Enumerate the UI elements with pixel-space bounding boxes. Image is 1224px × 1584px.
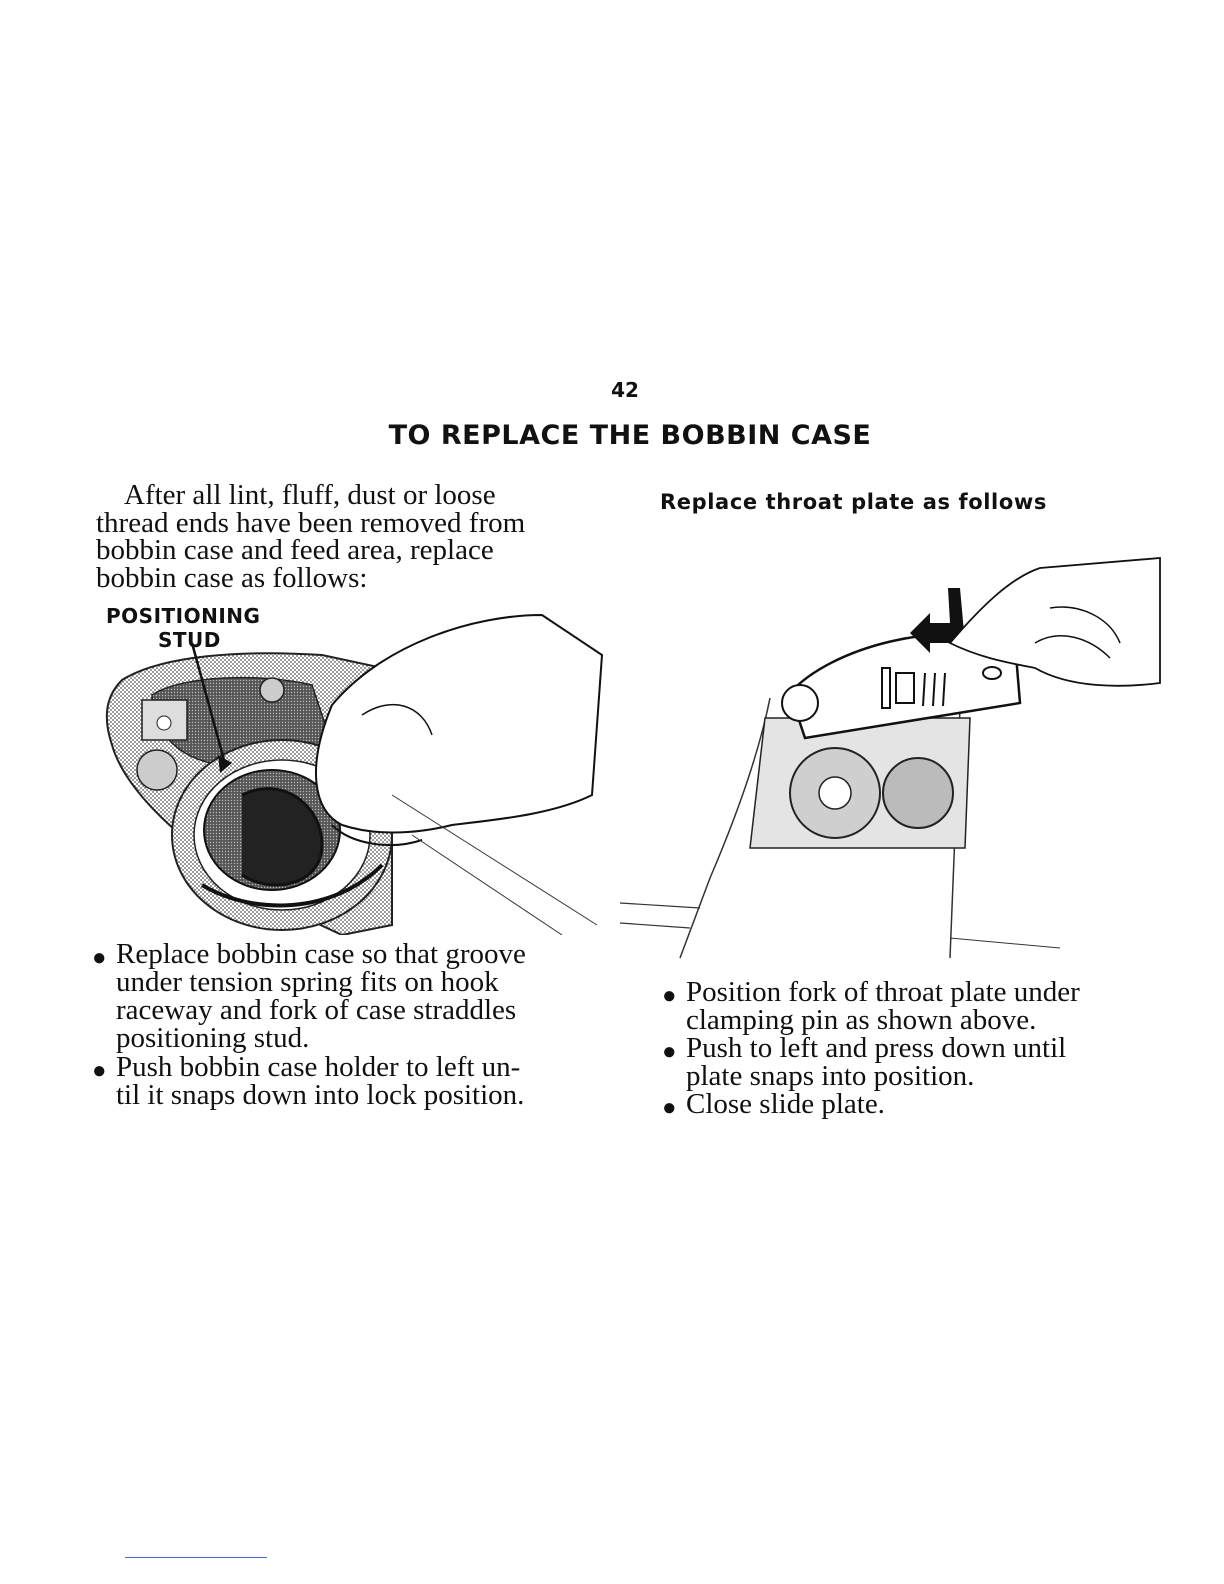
bullet-line: Replace bobbin case so that groove [116, 938, 526, 970]
list-item: ● Position fork of throat plate under cl… [662, 976, 1158, 1036]
figure-label-stud: STUD [158, 628, 221, 652]
bullet-icon: ● [662, 1095, 677, 1121]
bullet-line: Position fork of throat plate under [686, 976, 1080, 1008]
right-column-heading: Replace throat plate as follows [660, 490, 1047, 514]
bullet-line: Push bobbin case holder to left un- [116, 1051, 521, 1083]
bullet-line: plate snaps into position. [686, 1060, 975, 1092]
intro-paragraph: After all lint, fluff, dust or loose thr… [96, 479, 592, 594]
right-bullet-list: ● Position fork of throat plate under cl… [662, 976, 1158, 1122]
page-title: TO REPLACE THE BOBBIN CASE [388, 420, 872, 451]
bullet-icon: ● [92, 945, 107, 971]
list-item: ● Replace bobbin case so that groove und… [92, 938, 590, 1054]
left-bullet-list: ● Replace bobbin case so that groove und… [92, 940, 590, 1110]
bullet-line: under tension spring fits on hook [116, 966, 499, 998]
bobbin-case-illustration [105, 613, 604, 935]
bullet-icon: ● [662, 1039, 677, 1065]
bullet-line: Push to left and press down until [686, 1032, 1067, 1064]
bullet-line: Close slide plate. [686, 1088, 885, 1120]
list-item: ● Push to left and press down until plat… [662, 1032, 1158, 1092]
bullet-line: positioning stud. [116, 1022, 310, 1054]
bullet-icon: ● [92, 1058, 107, 1084]
intro-line: bobbin case as follows: [96, 561, 368, 594]
page-number: 42 [611, 378, 639, 402]
bullet-line: til it snaps down into lock position. [116, 1079, 525, 1111]
bullet-line: clamping pin as shown above. [686, 1004, 1037, 1036]
footer-rule [125, 1557, 267, 1558]
list-item: ● Push bobbin case holder to left un- ti… [92, 1051, 590, 1111]
intro-line: thread ends have been removed from [96, 506, 526, 539]
figure-label-positioning: POSITIONING [106, 604, 261, 628]
bullet-icon: ● [662, 983, 677, 1009]
intro-line: After all lint, fluff, dust or loose [124, 479, 496, 511]
bullet-line: raceway and fork of case straddles [116, 994, 517, 1026]
intro-line: bobbin case and feed area, replace [96, 534, 494, 566]
list-item: ● Close slide plate. [662, 1088, 1158, 1122]
throat-plate-illustration [620, 557, 1161, 959]
